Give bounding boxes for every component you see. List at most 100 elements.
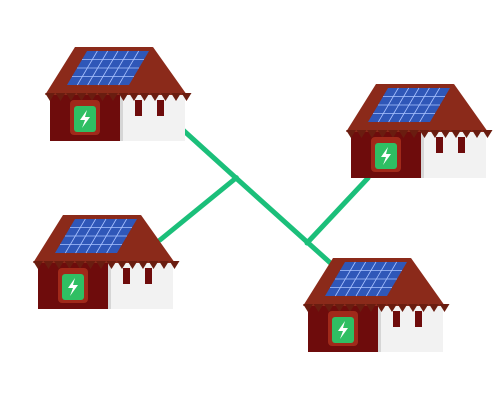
fringe-tip (127, 261, 138, 269)
fringe-tip (118, 93, 129, 101)
solar-panel-icon (368, 87, 450, 123)
fringe-tip (388, 130, 398, 138)
grid-line-middle-left (157, 175, 239, 243)
fringe-tip (324, 304, 334, 312)
fringe-tip (129, 93, 139, 101)
fringe-tip (418, 304, 429, 312)
fringe-tip (419, 130, 430, 138)
fringe-tip (85, 261, 96, 269)
lightning-bolt (80, 110, 90, 128)
fringe-tip (159, 261, 169, 269)
window-left (123, 268, 130, 284)
window-right (157, 100, 164, 116)
battery-charging-icon (58, 268, 88, 303)
fringe-tip (472, 130, 482, 138)
window-right (458, 137, 465, 153)
fringe-tip (55, 93, 66, 101)
window-right (145, 268, 152, 284)
roof-gable (115, 47, 187, 95)
fringe-tip (76, 93, 87, 101)
fringe-tip (398, 130, 409, 138)
roof-gable (103, 215, 175, 263)
roof-gable (373, 258, 445, 306)
fringe-tip (43, 261, 54, 269)
fringe-tip (169, 261, 180, 269)
fringe-tip (440, 130, 451, 138)
battery-charging-icon (328, 311, 358, 346)
fringe-tip (429, 304, 439, 312)
houses-group (33, 47, 493, 352)
fringe-tip (377, 130, 388, 138)
fringe-tip (66, 93, 76, 101)
fringe-tip (430, 130, 440, 138)
fringe-tip (366, 304, 376, 312)
lightning-bolt (68, 278, 78, 296)
fringe-tip (387, 304, 397, 312)
fringe-tip (117, 261, 127, 269)
fringe-tip (75, 261, 85, 269)
roof-gable (416, 84, 488, 132)
house-side-wall (418, 130, 486, 178)
solar-panel-icon (55, 218, 137, 254)
fringe-tip (367, 130, 377, 138)
fringe-tip (139, 93, 150, 101)
house-middle-left (33, 215, 180, 309)
fringe-tip (409, 130, 419, 138)
house-side-wall (105, 261, 173, 309)
fringe-tip (303, 304, 313, 312)
house-side-wall (117, 93, 185, 141)
solar-panel-icon (67, 50, 149, 86)
lightning-bolt (381, 147, 391, 165)
window-left (436, 137, 443, 153)
roof-fringe (33, 261, 180, 269)
roof-fringe (303, 304, 450, 312)
fringe-tip (150, 93, 160, 101)
fringe-tip (171, 93, 181, 101)
battery-charging-icon (371, 137, 401, 172)
fringe-tip (106, 261, 117, 269)
grid-line-top-right (304, 175, 371, 246)
grid-junction (233, 175, 239, 181)
window-right (415, 311, 422, 327)
grid-line-top-left (180, 127, 239, 181)
roof-fringe (346, 130, 493, 138)
fringe-tip (346, 130, 356, 138)
house-side-wall (375, 304, 443, 352)
fringe-tip (54, 261, 64, 269)
fringe-tip (461, 130, 472, 138)
roof-fringe (45, 93, 192, 101)
grid-line-to-hub (233, 175, 339, 271)
fringe-tip (96, 261, 106, 269)
fringe-tip (181, 93, 192, 101)
fringe-tip (87, 93, 97, 101)
battery-charging-icon (70, 100, 100, 135)
fringe-tip (148, 261, 159, 269)
house-bottom-right (303, 258, 450, 352)
fringe-tip (355, 304, 366, 312)
grid-connections (157, 127, 371, 271)
fringe-tip (313, 304, 324, 312)
fringe-tip (108, 93, 118, 101)
fringe-tip (45, 93, 55, 101)
solar-panel-icon (325, 261, 407, 297)
fringe-tip (397, 304, 408, 312)
window-left (393, 311, 400, 327)
house-top-left (45, 47, 192, 141)
fringe-tip (356, 130, 367, 138)
window-left (135, 100, 142, 116)
fringe-tip (97, 93, 108, 101)
fringe-tip (334, 304, 345, 312)
fringe-tip (33, 261, 43, 269)
fringe-tip (439, 304, 450, 312)
fringe-tip (345, 304, 355, 312)
fringe-tip (376, 304, 387, 312)
fringe-tip (160, 93, 171, 101)
house-top-right (346, 84, 493, 178)
fringe-tip (482, 130, 493, 138)
lightning-bolt (338, 321, 348, 339)
fringe-tip (408, 304, 418, 312)
fringe-tip (451, 130, 461, 138)
fringe-tip (64, 261, 75, 269)
